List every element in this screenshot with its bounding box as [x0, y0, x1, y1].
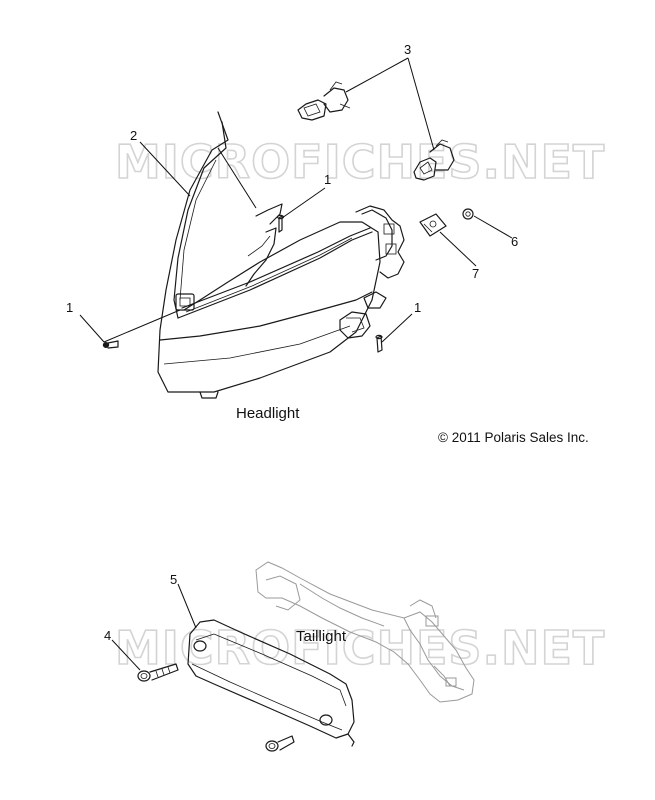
leader-lines-taillight: [111, 583, 197, 671]
headlight-bulb-lower: [413, 139, 455, 181]
tail-screw-lower: [265, 735, 295, 752]
callout-5: 5: [170, 572, 177, 587]
watermark-top: MICROFICHES.NET: [115, 135, 605, 189]
watermark-bottom: MICROFICHES.NET: [115, 621, 605, 675]
callout-1-top: 1: [324, 172, 331, 187]
callout-4: 4: [104, 628, 111, 643]
callout-7: 7: [472, 266, 479, 281]
callout-6: 6: [511, 234, 518, 249]
clip-nut: [419, 213, 447, 237]
leader-lines-headlight: [79, 57, 513, 343]
callout-1-left: 1: [66, 300, 73, 315]
headlight-housing: [157, 111, 405, 399]
screw-right: [375, 334, 383, 353]
hex-nut: [462, 208, 474, 220]
caption-headlight: Headlight: [236, 405, 300, 422]
screw-left: [102, 340, 119, 349]
tail-frame-bracket: [255, 561, 475, 703]
taillight-lens: [187, 619, 355, 747]
headlight-bulb-upper: [297, 81, 351, 121]
tail-screw-upper: [137, 663, 179, 682]
copyright-notice: © 2011 Polaris Sales Inc.: [438, 430, 589, 445]
callout-3: 3: [404, 42, 411, 57]
callout-2: 2: [130, 128, 137, 143]
callout-1-right: 1: [414, 300, 421, 315]
caption-taillight: Taillight: [296, 628, 347, 645]
